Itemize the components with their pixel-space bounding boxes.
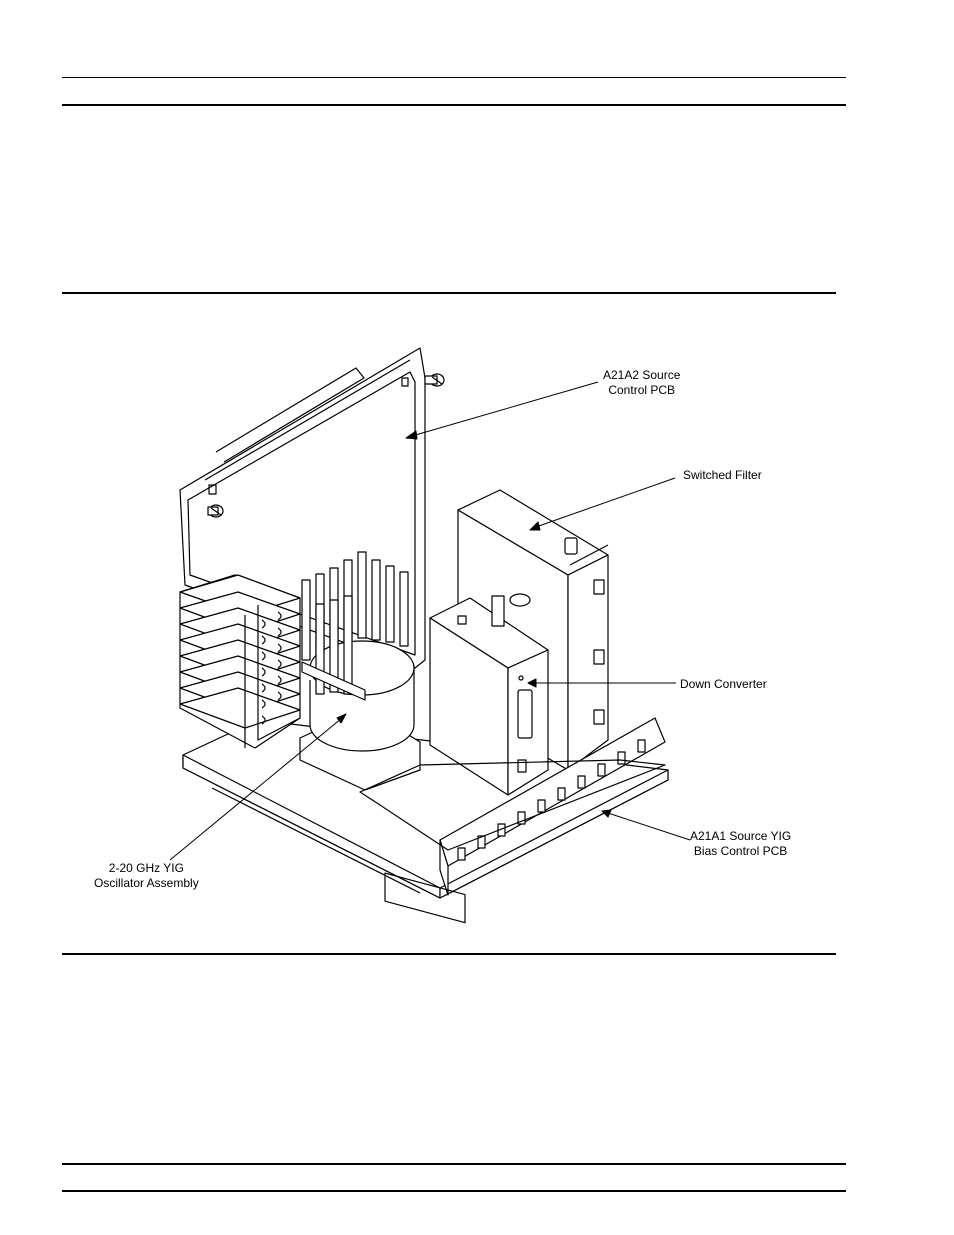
footer-rule-top <box>62 1163 846 1165</box>
header-rule-top <box>62 77 846 78</box>
label-yig-oscillator-line1: 2-20 GHz YIG <box>108 861 184 875</box>
label-bias-control-pcb: A21A1 Source YIG Bias Control PCB <box>690 829 791 859</box>
label-down-converter-line1: Down Converter <box>680 677 767 691</box>
screw-bottom <box>207 504 224 518</box>
screw-top <box>424 373 445 387</box>
footer-rule-bottom <box>62 1190 846 1192</box>
label-yig-oscillator: 2-20 GHz YIG Oscillator Assembly <box>94 861 199 891</box>
label-switched-filter: Switched Filter <box>683 468 762 483</box>
label-source-control-pcb-line2: Control PCB <box>608 383 676 397</box>
label-bias-control-pcb-line1: A21A1 Source YIG <box>690 829 792 843</box>
down-converter <box>429 593 549 796</box>
left-heat-sink <box>179 574 301 749</box>
callout-leaders <box>169 381 691 861</box>
label-switched-filter-line1: Switched Filter <box>683 468 762 482</box>
label-down-converter: Down Converter <box>680 677 767 692</box>
label-source-control-pcb: A21A2 Source Control PCB <box>603 368 680 398</box>
figure-rule-top <box>62 292 836 294</box>
header-rule-bottom <box>62 104 846 106</box>
label-source-control-pcb-line1: A21A2 Source <box>603 368 681 382</box>
label-yig-oscillator-line2: Oscillator Assembly <box>94 876 199 890</box>
label-bias-control-pcb-line2: Bias Control PCB <box>693 844 788 858</box>
yig-oscillator-assembly <box>299 551 421 791</box>
figure-rule-bottom <box>62 953 836 955</box>
bias-control-pcb-rail <box>359 717 666 924</box>
